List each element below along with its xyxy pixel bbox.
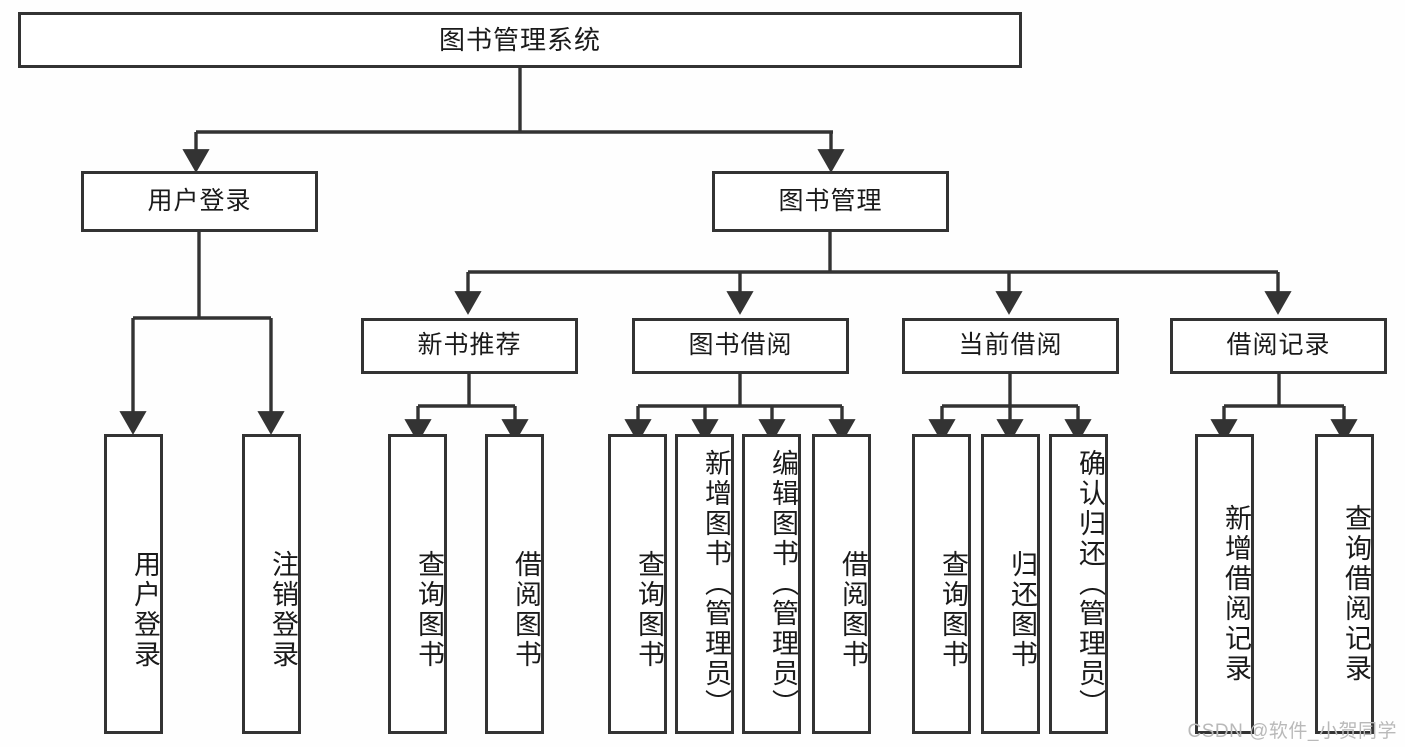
leaf-query-borrow-record[interactable]: 查询借阅记录	[1315, 434, 1374, 734]
node-user-login[interactable]: 用户登录	[81, 171, 318, 232]
node-root-library-system[interactable]: 图书管理系统	[18, 12, 1022, 68]
leaf-query-book-borrow[interactable]: 查询图书	[608, 434, 667, 734]
leaf-confirm-return-admin[interactable]: 确认归还（管理员）	[1049, 434, 1108, 734]
leaf-user-login[interactable]: 用户登录	[104, 434, 163, 734]
leaf-add-book-admin[interactable]: 新增图书（管理员）	[675, 434, 734, 734]
csdn-watermark: CSDN @软件_小贺同学	[1187, 721, 1397, 742]
leaf-edit-book-admin[interactable]: 编辑图书（管理员）	[742, 434, 801, 734]
node-book-borrow[interactable]: 图书借阅	[632, 318, 849, 374]
node-current-borrow[interactable]: 当前借阅	[902, 318, 1119, 374]
node-borrow-record[interactable]: 借阅记录	[1170, 318, 1387, 374]
leaf-borrow-book[interactable]: 借阅图书	[812, 434, 871, 734]
leaf-borrow-book-recommend[interactable]: 借阅图书	[485, 434, 544, 734]
leaf-add-borrow-record[interactable]: 新增借阅记录	[1195, 434, 1254, 734]
leaf-query-book-current[interactable]: 查询图书	[912, 434, 971, 734]
node-book-management[interactable]: 图书管理	[712, 171, 949, 232]
leaf-query-book-recommend[interactable]: 查询图书	[388, 434, 447, 734]
node-new-book-recommend[interactable]: 新书推荐	[361, 318, 578, 374]
leaf-return-book[interactable]: 归还图书	[981, 434, 1040, 734]
leaf-logout[interactable]: 注销登录	[242, 434, 301, 734]
